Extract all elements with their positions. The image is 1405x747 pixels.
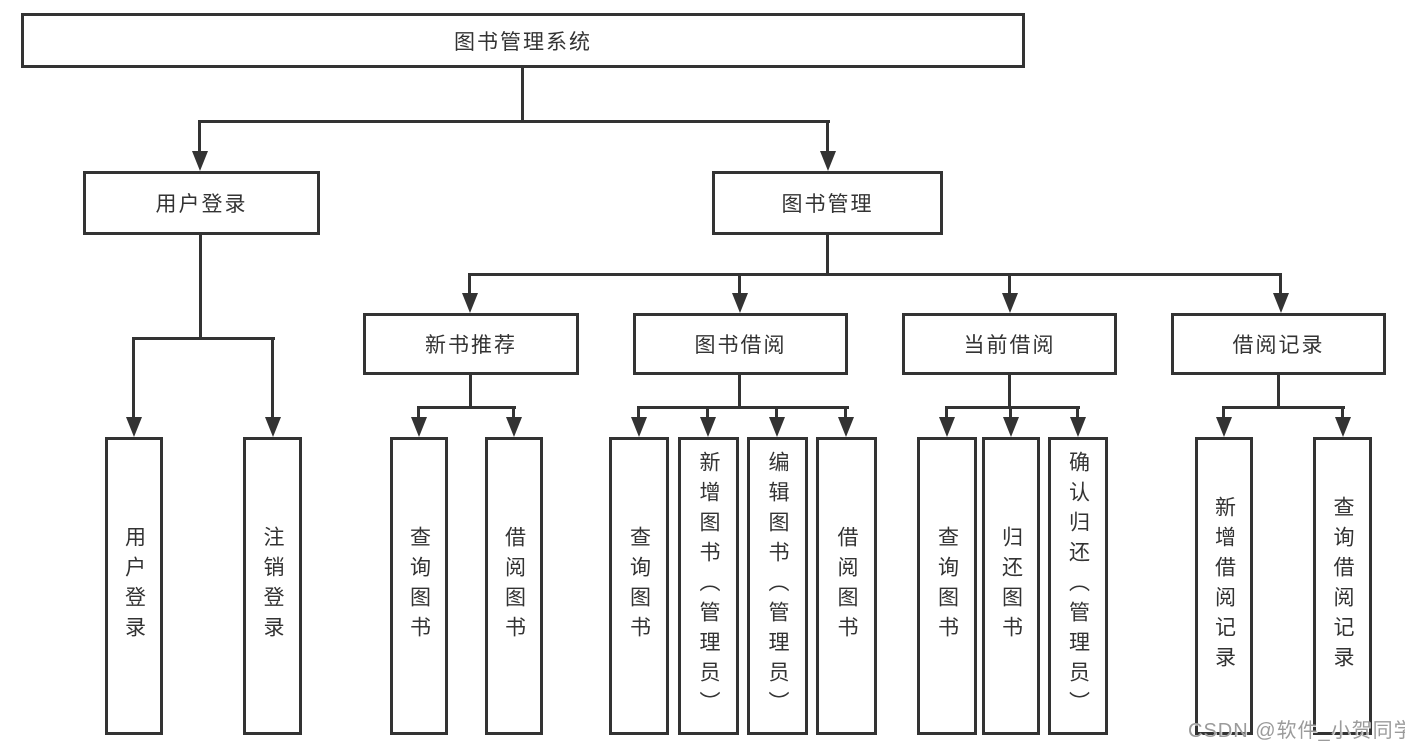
- connector-line: [637, 406, 849, 409]
- leaf-confirm-return-admin: 确认归还（管理员）: [1048, 437, 1108, 735]
- connector-line: [417, 406, 516, 409]
- connector-line: [1008, 273, 1011, 295]
- arrowhead-down-icon: [838, 417, 854, 437]
- connector-line: [132, 337, 275, 340]
- connector-line: [1076, 406, 1079, 420]
- leaf-query-books-borrow: 查询图书: [609, 437, 669, 735]
- arrowhead-down-icon: [1335, 417, 1351, 437]
- leaf-logout: 注销登录: [243, 437, 302, 735]
- connector-line: [844, 406, 847, 420]
- node-user-login: 用户登录: [83, 171, 320, 235]
- arrowhead-down-icon: [939, 417, 955, 437]
- node-root: 图书管理系统: [21, 13, 1025, 68]
- leaf-query-books-current-label: 查询图书: [935, 526, 959, 646]
- node-book-borrow: 图书借阅: [633, 313, 848, 375]
- leaf-borrow-books-label: 借阅图书: [835, 526, 859, 646]
- connector-line: [199, 235, 202, 337]
- leaf-add-borrow-record: 新增借阅记录: [1195, 437, 1253, 735]
- connector-line: [512, 406, 515, 420]
- leaf-borrow-books-recommend-label: 借阅图书: [502, 526, 526, 646]
- leaf-user-login: 用户登录: [105, 437, 163, 735]
- arrowhead-down-icon: [265, 417, 281, 437]
- arrowhead-down-icon: [820, 151, 836, 171]
- arrowhead-down-icon: [732, 293, 748, 313]
- arrowhead-down-icon: [1070, 417, 1086, 437]
- connector-line: [198, 120, 201, 153]
- leaf-edit-book-admin: 编辑图书（管理员）: [747, 437, 808, 735]
- connector-line: [1222, 406, 1225, 420]
- node-current-borrow: 当前借阅: [902, 313, 1117, 375]
- node-new-book-recommend: 新书推荐: [363, 313, 579, 375]
- leaf-add-borrow-record-label: 新增借阅记录: [1212, 496, 1236, 676]
- connector-line: [198, 120, 830, 123]
- leaf-confirm-return-admin-label: 确认归还（管理员）: [1066, 451, 1090, 721]
- node-book-management-label: 图书管理: [781, 193, 874, 216]
- csdn-watermark: CSDN @软件_小贺同学: [1188, 720, 1405, 742]
- leaf-query-books-recommend-label: 查询图书: [407, 526, 431, 646]
- leaf-user-login-label: 用户登录: [122, 526, 146, 646]
- arrowhead-down-icon: [631, 417, 647, 437]
- connector-line: [1222, 406, 1345, 409]
- connector-line: [1277, 375, 1280, 406]
- connector-line: [826, 235, 829, 273]
- node-borrow-records-label: 借阅记录: [1232, 334, 1325, 357]
- connector-line: [826, 120, 829, 153]
- leaf-logout-label: 注销登录: [261, 526, 285, 646]
- leaf-query-books-borrow-label: 查询图书: [627, 526, 651, 646]
- arrowhead-down-icon: [1273, 293, 1289, 313]
- arrowhead-down-icon: [769, 417, 785, 437]
- leaf-edit-book-admin-label: 编辑图书（管理员）: [766, 451, 790, 721]
- node-borrow-records: 借阅记录: [1171, 313, 1386, 375]
- arrowhead-down-icon: [192, 151, 208, 171]
- leaf-query-books-recommend: 查询图书: [390, 437, 448, 735]
- connector-line: [468, 273, 471, 295]
- leaf-return-book: 归还图书: [982, 437, 1040, 735]
- connector-line: [738, 273, 741, 295]
- connector-line: [132, 337, 135, 420]
- connector-line: [738, 375, 741, 406]
- arrowhead-down-icon: [1216, 417, 1232, 437]
- connector-line: [469, 375, 472, 406]
- leaf-query-books-current: 查询图书: [917, 437, 977, 735]
- leaf-borrow-books: 借阅图书: [816, 437, 877, 735]
- connector-line: [1341, 406, 1344, 420]
- leaf-add-book-admin-label: 新增图书（管理员）: [697, 451, 721, 721]
- connector-line: [417, 406, 420, 420]
- node-root-label: 图书管理系统: [454, 30, 592, 54]
- connector-line: [271, 337, 274, 420]
- node-book-borrow-label: 图书借阅: [694, 334, 787, 357]
- arrowhead-down-icon: [1002, 293, 1018, 313]
- arrowhead-down-icon: [462, 293, 478, 313]
- node-new-book-recommend-label: 新书推荐: [425, 334, 517, 357]
- connector-line: [775, 406, 778, 420]
- arrowhead-down-icon: [506, 417, 522, 437]
- leaf-add-book-admin: 新增图书（管理员）: [678, 437, 739, 735]
- connector-line: [945, 406, 948, 420]
- connector-line: [1279, 273, 1282, 295]
- connector-line: [1009, 406, 1012, 420]
- leaf-query-borrow-record-label: 查询借阅记录: [1331, 496, 1355, 676]
- connector-line: [945, 406, 1080, 409]
- arrowhead-down-icon: [126, 417, 142, 437]
- connector-line: [468, 273, 1282, 276]
- arrowhead-down-icon: [1003, 417, 1019, 437]
- leaf-query-borrow-record: 查询借阅记录: [1313, 437, 1372, 735]
- leaf-borrow-books-recommend: 借阅图书: [485, 437, 543, 735]
- node-user-login-label: 用户登录: [155, 193, 248, 216]
- connector-line: [1008, 375, 1011, 406]
- connector-line: [706, 406, 709, 420]
- arrowhead-down-icon: [411, 417, 427, 437]
- connector-line: [521, 68, 524, 120]
- leaf-return-book-label: 归还图书: [999, 526, 1023, 646]
- node-current-borrow-label: 当前借阅: [963, 334, 1056, 357]
- arrowhead-down-icon: [700, 417, 716, 437]
- connector-line: [637, 406, 640, 420]
- node-book-management: 图书管理: [712, 171, 943, 235]
